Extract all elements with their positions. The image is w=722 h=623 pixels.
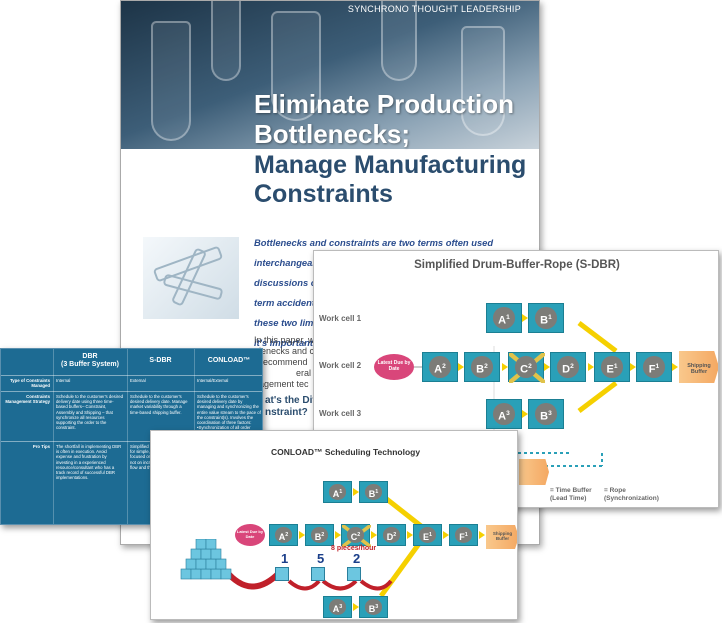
box-label: C2 xyxy=(515,356,537,378)
flow-arrow xyxy=(522,314,528,322)
step-number: 2 xyxy=(353,551,361,566)
process-box: F1 xyxy=(449,524,478,546)
flow-arrow xyxy=(479,531,485,539)
flow-arrow xyxy=(630,363,636,371)
box-label: B1 xyxy=(364,484,383,500)
flow-arrow xyxy=(335,531,341,539)
cube-icon xyxy=(275,567,289,581)
brand-header: SYNCHRONO THOUGHT LEADERSHIP xyxy=(347,4,521,14)
process-box: A3 xyxy=(323,596,352,618)
process-box: C2 xyxy=(341,524,371,547)
cube-stack-icon xyxy=(179,538,237,589)
flow-arrow xyxy=(299,531,305,539)
process-box: D2 xyxy=(550,352,586,382)
flow-arrow xyxy=(443,531,449,539)
process-box: B1 xyxy=(528,303,564,333)
flow-arrow xyxy=(588,363,594,371)
box-label: C2 xyxy=(346,527,365,543)
sdbr-title: Simplified Drum-Buffer-Rope (S-DBR) xyxy=(414,259,620,271)
box-label: B3 xyxy=(364,599,383,615)
box-label: B1 xyxy=(535,307,557,329)
flow-arrow xyxy=(502,363,508,371)
shipping-buffer: Shipping Buffer xyxy=(486,525,517,549)
page-title: Eliminate Production Bottlenecks; xyxy=(254,89,515,149)
flow-arrow xyxy=(353,603,359,611)
conload-diagram: CONLOAD™ Scheduling Technology Latest Du… xyxy=(150,430,518,620)
process-box: B3 xyxy=(528,399,564,429)
lab-glassware-image xyxy=(121,1,539,149)
process-box: D2 xyxy=(377,524,406,546)
row-label-pro-tips: Pro Tips xyxy=(32,444,50,449)
box-label: E1 xyxy=(601,356,623,378)
step-number: 5 xyxy=(317,551,325,566)
process-box: B3 xyxy=(359,596,388,618)
work-cell-2-label: Work cell 2 xyxy=(319,361,362,370)
latest-due-date-badge: Latest Due by Date xyxy=(235,524,265,546)
process-box: E1 xyxy=(413,524,442,546)
process-box: F1 xyxy=(636,352,672,382)
work-cell-3-label: Work cell 3 xyxy=(319,409,362,418)
table-cell: External xyxy=(130,378,146,383)
process-box: B2 xyxy=(305,524,334,546)
step-number: 1 xyxy=(281,551,289,566)
box-label: A1 xyxy=(328,484,347,500)
process-box: A2 xyxy=(422,352,458,382)
box-label: E1 xyxy=(418,527,437,543)
box-label: B2 xyxy=(471,356,493,378)
flow-arrow xyxy=(407,531,413,539)
row-label-strategy: Constraints Management Strategy xyxy=(5,394,50,405)
work-cell-1-label: Work cell 1 xyxy=(319,314,362,323)
column-header-conload: CONLOAD™ xyxy=(207,357,251,364)
flow-arrow xyxy=(353,488,359,496)
flow-arrow xyxy=(544,363,550,371)
row-label-type: Type of Constraints Managed xyxy=(9,378,50,389)
cube-icon xyxy=(347,567,361,581)
glassware-thumbnail xyxy=(143,237,239,319)
table-cell: Schedule to the customer's desired deliv… xyxy=(56,394,123,431)
legend-buffer-swatch xyxy=(519,459,549,485)
process-box: A2 xyxy=(269,524,298,546)
cube-icon xyxy=(311,567,325,581)
flow-arrow xyxy=(458,363,464,371)
process-box: E1 xyxy=(594,352,630,382)
legend-time-buffer: = Time Buffer (Lead Time) xyxy=(550,487,592,502)
process-box: A1 xyxy=(486,303,522,333)
box-label: D2 xyxy=(382,527,401,543)
header-line: (3 Buffer System) xyxy=(61,361,119,368)
flow-arrow xyxy=(371,531,377,539)
box-label: A1 xyxy=(493,307,515,329)
box-label: F1 xyxy=(454,527,473,543)
box-label: A3 xyxy=(493,403,515,425)
section-heading: at's the Diff nstraint? xyxy=(265,395,320,418)
process-box: B1 xyxy=(359,481,388,503)
column-header-dbr: DBR (3 Buffer System) xyxy=(53,349,127,375)
process-box: C2 xyxy=(508,352,545,383)
table-cell: Internal/External xyxy=(197,378,229,383)
conload-title: CONLOAD™ Scheduling Technology xyxy=(271,447,421,457)
latest-due-date-badge: Latest Due by Date xyxy=(374,354,414,380)
process-box: A3 xyxy=(486,399,522,429)
box-label: D2 xyxy=(557,356,579,378)
column-header-sdbr: S-DBR xyxy=(149,357,172,364)
shipping-buffer: Shipping Buffer xyxy=(679,351,718,383)
table-cell: Schedule to the customer's desired deliv… xyxy=(130,394,188,415)
legend-rope: = Rope (Synchronization) xyxy=(604,487,659,502)
page-subtitle: Manage Manufacturing Constraints xyxy=(254,151,527,208)
process-box: A1 xyxy=(323,481,352,503)
box-label: B2 xyxy=(310,527,329,543)
flow-arrow xyxy=(522,410,528,418)
box-label: A3 xyxy=(328,599,347,615)
table-cell: Internal xyxy=(56,378,71,383)
throughput-rate: 8 pieces/hour xyxy=(331,545,377,552)
header-line: DBR xyxy=(82,353,98,360)
box-label: A2 xyxy=(274,527,293,543)
box-label: F1 xyxy=(643,356,665,378)
box-label: B3 xyxy=(535,403,557,425)
cube-stack-svg xyxy=(180,538,232,580)
box-label: A2 xyxy=(429,356,451,378)
process-box: B2 xyxy=(464,352,500,382)
flow-arrow xyxy=(672,363,678,371)
table-cell: The shortfall in implementing DBR is oft… xyxy=(56,444,122,481)
